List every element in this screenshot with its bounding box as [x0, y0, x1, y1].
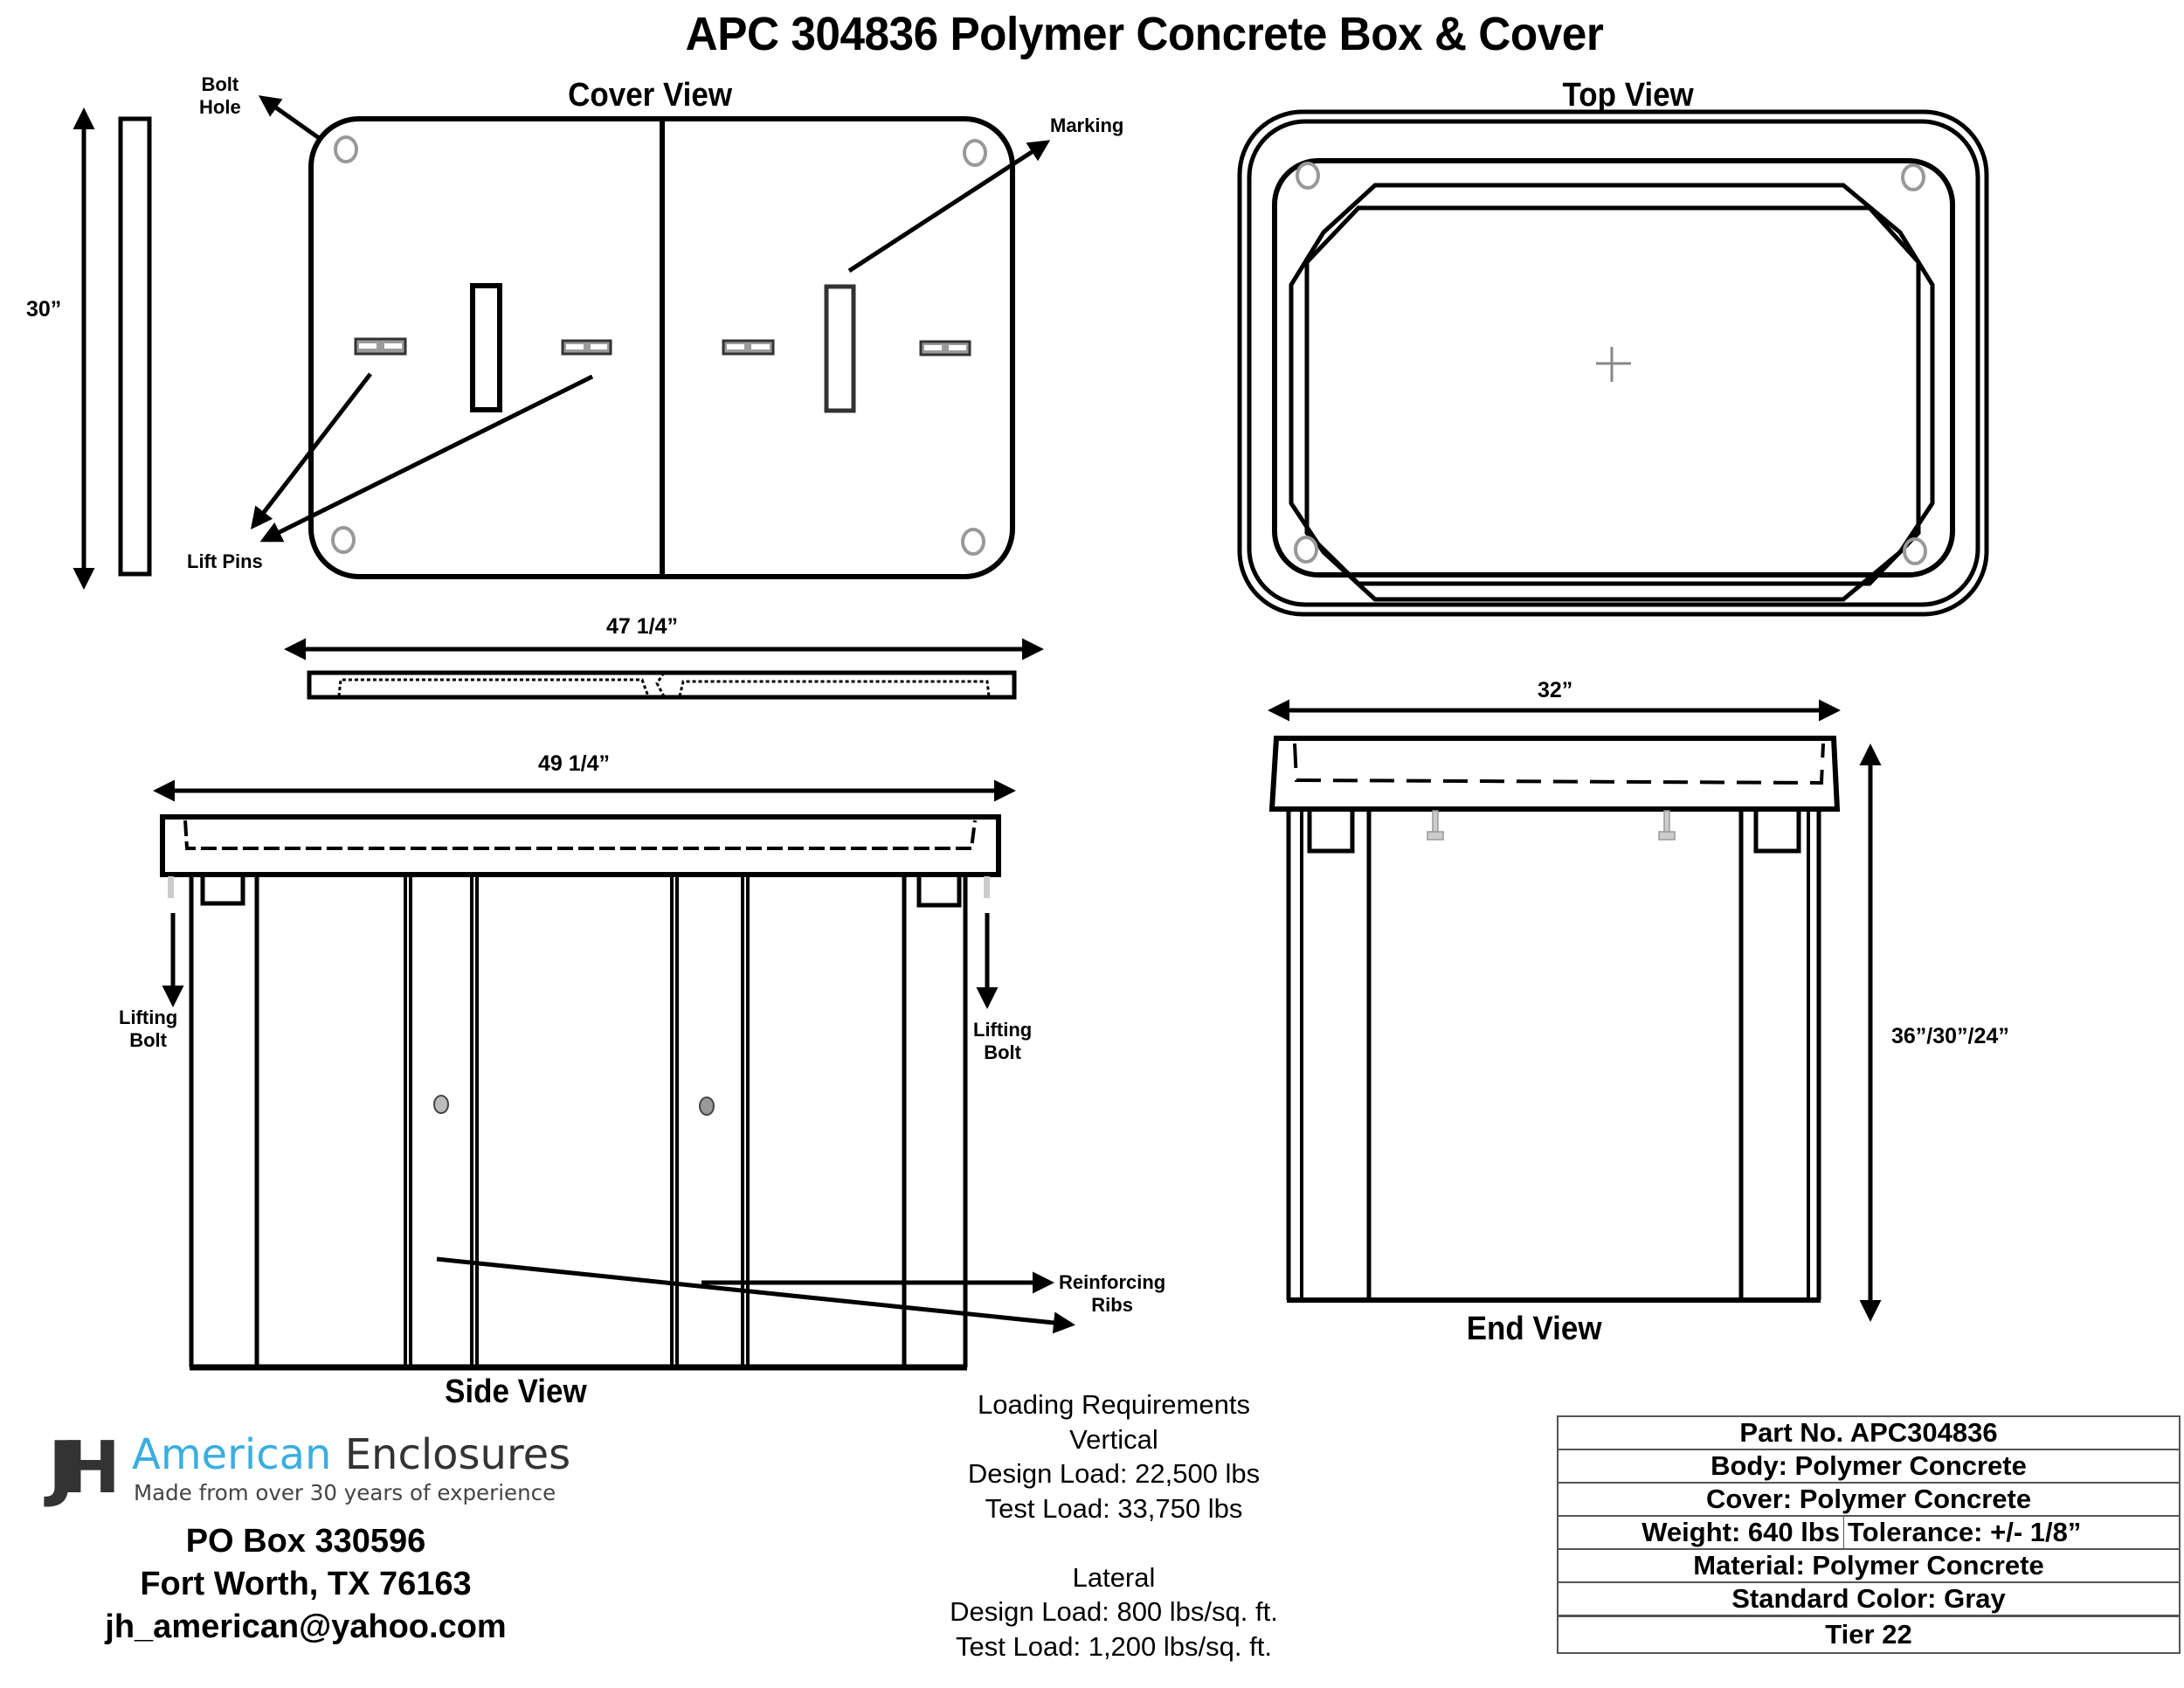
cover-section-outline: [307, 670, 1017, 700]
bolt-hole-callout-line2: Hole: [199, 96, 241, 118]
reinforcing-ribs-line1: Reinforcing: [1059, 1271, 1166, 1293]
marking-callout: Marking: [1050, 114, 1124, 136]
vertical-test-load: Test Load: 33,750 lbs: [985, 1492, 1243, 1524]
lift-pins: [354, 337, 971, 356]
cover-view-drawing: [73, 95, 1051, 590]
marking-slot-left: [470, 283, 502, 412]
side-view-label: Side View: [445, 1373, 587, 1410]
loading-lateral-heading: Lateral: [1072, 1561, 1156, 1593]
page-title: APC 304836 Polymer Concrete Box & Cover: [685, 8, 1604, 60]
bolt-hole-callout: Bolt Hole: [199, 73, 241, 119]
lift-pin-arrow-2: [259, 374, 594, 543]
lifting-bolt-left-line1: Lifting: [119, 1007, 178, 1028]
reinforcing-ribs: [404, 875, 750, 1367]
top-outer-rim: [1237, 109, 1989, 617]
bolt-hole-callout-line1: Bolt: [201, 73, 239, 95]
company-name: American Enclosures: [132, 1431, 570, 1478]
company-tagline: Made from over 30 years of experience: [134, 1480, 556, 1505]
end-view-drawing: [1268, 699, 1882, 1322]
loading-vertical-heading: Vertical: [1069, 1423, 1158, 1455]
lateral-test-load: Test Load: 1,200 lbs/sq. ft.: [956, 1630, 1272, 1662]
cover-section-drawing: [284, 638, 1044, 700]
lateral-design-load: Design Load: 800 lbs/sq. ft.: [950, 1596, 1278, 1627]
cover-edge-profile: [118, 116, 152, 577]
marking-arrow: [847, 140, 1051, 273]
company-logo: JH American Enclosures Made from over 30…: [48, 1431, 625, 1510]
end-width-dimension: 32”: [1538, 678, 1573, 702]
top-frame: [1272, 158, 1955, 578]
company-address: PO Box 330596 Fort Worth, TX 76163 jh_am…: [52, 1520, 559, 1649]
contact-email: jh_american@yahoo.com: [105, 1608, 507, 1645]
reinforcing-ribs-callout: Reinforcing Ribs: [1059, 1271, 1165, 1317]
rib-arrow-1: [436, 1256, 1075, 1334]
lifting-bolt-right-line1: Lifting: [973, 1019, 1033, 1041]
end-cover-outline: [1268, 736, 1841, 812]
side-view-drawing: [153, 779, 1075, 1371]
side-cover-outline: [160, 814, 1001, 877]
loading-requirements: Loading Requirements Vertical Design Loa…: [909, 1387, 1319, 1664]
side-width-dimension: 49 1/4”: [538, 751, 611, 776]
bolt-hole-arrow: [258, 95, 323, 142]
lifting-bolt-left-line2: Bolt: [129, 1029, 167, 1051]
cover-width-dimension: 47 1/4”: [606, 614, 679, 639]
end-lifting-bolts: [1427, 810, 1676, 841]
cover-view-label: Cover View: [568, 77, 733, 114]
address-city: Fort Worth, TX 76163: [140, 1566, 472, 1602]
vertical-design-load: Design Load: 22,500 lbs: [967, 1458, 1261, 1489]
top-view-drawing: [1237, 109, 1989, 617]
company-name-accent: American: [132, 1430, 332, 1479]
reinforcing-ribs-line2: Ribs: [1091, 1294, 1133, 1316]
spec-tier: Tier 22: [1557, 1615, 2181, 1654]
spec-part-no: Part No. APC304836: [1557, 1415, 2181, 1450]
cover-height-dimension: 30”: [26, 297, 62, 322]
spec-body: Body: Polymer Concrete: [1557, 1449, 2181, 1484]
spec-color: Standard Color: Gray: [1557, 1581, 2181, 1617]
loading-heading: Loading Requirements: [978, 1389, 1250, 1420]
spec-weight: Weight: 640 lbs: [1557, 1515, 1845, 1550]
lifting-bolt-right-callout: Lifting Bolt: [973, 1019, 1032, 1064]
lift-pins-callout: Lift Pins: [187, 550, 263, 572]
spec-cover: Cover: Polymer Concrete: [1557, 1482, 2181, 1517]
lift-pin-arrow-1: [250, 372, 372, 529]
center-crosshair: [1596, 347, 1631, 382]
bolt-holes: [331, 135, 987, 556]
top-bolt-holes: [1294, 162, 1927, 565]
spec-material: Material: Polymer Concrete: [1557, 1548, 2181, 1583]
loading-spacer: [909, 1525, 1319, 1560]
end-height-dimension: 36”/30”/24”: [1891, 1024, 2009, 1048]
lifting-bolt-right-line2: Bolt: [984, 1041, 1021, 1063]
spec-tolerance: Tolerance: +/- 1/8”: [1843, 1515, 2181, 1550]
company-name-rest: Enclosures: [344, 1430, 571, 1479]
marking-slot-right: [824, 284, 856, 413]
end-view-label: End View: [1466, 1311, 1602, 1347]
jh-logo-mark: JH: [48, 1427, 121, 1510]
spec-table: Part No. APC304836 Body: Polymer Concret…: [1557, 1415, 2181, 1654]
top-view-label: Top View: [1562, 77, 1694, 114]
address-po-box: PO Box 330596: [185, 1523, 426, 1560]
lifting-bolt-left-callout: Lifting Bolt: [119, 1007, 177, 1052]
